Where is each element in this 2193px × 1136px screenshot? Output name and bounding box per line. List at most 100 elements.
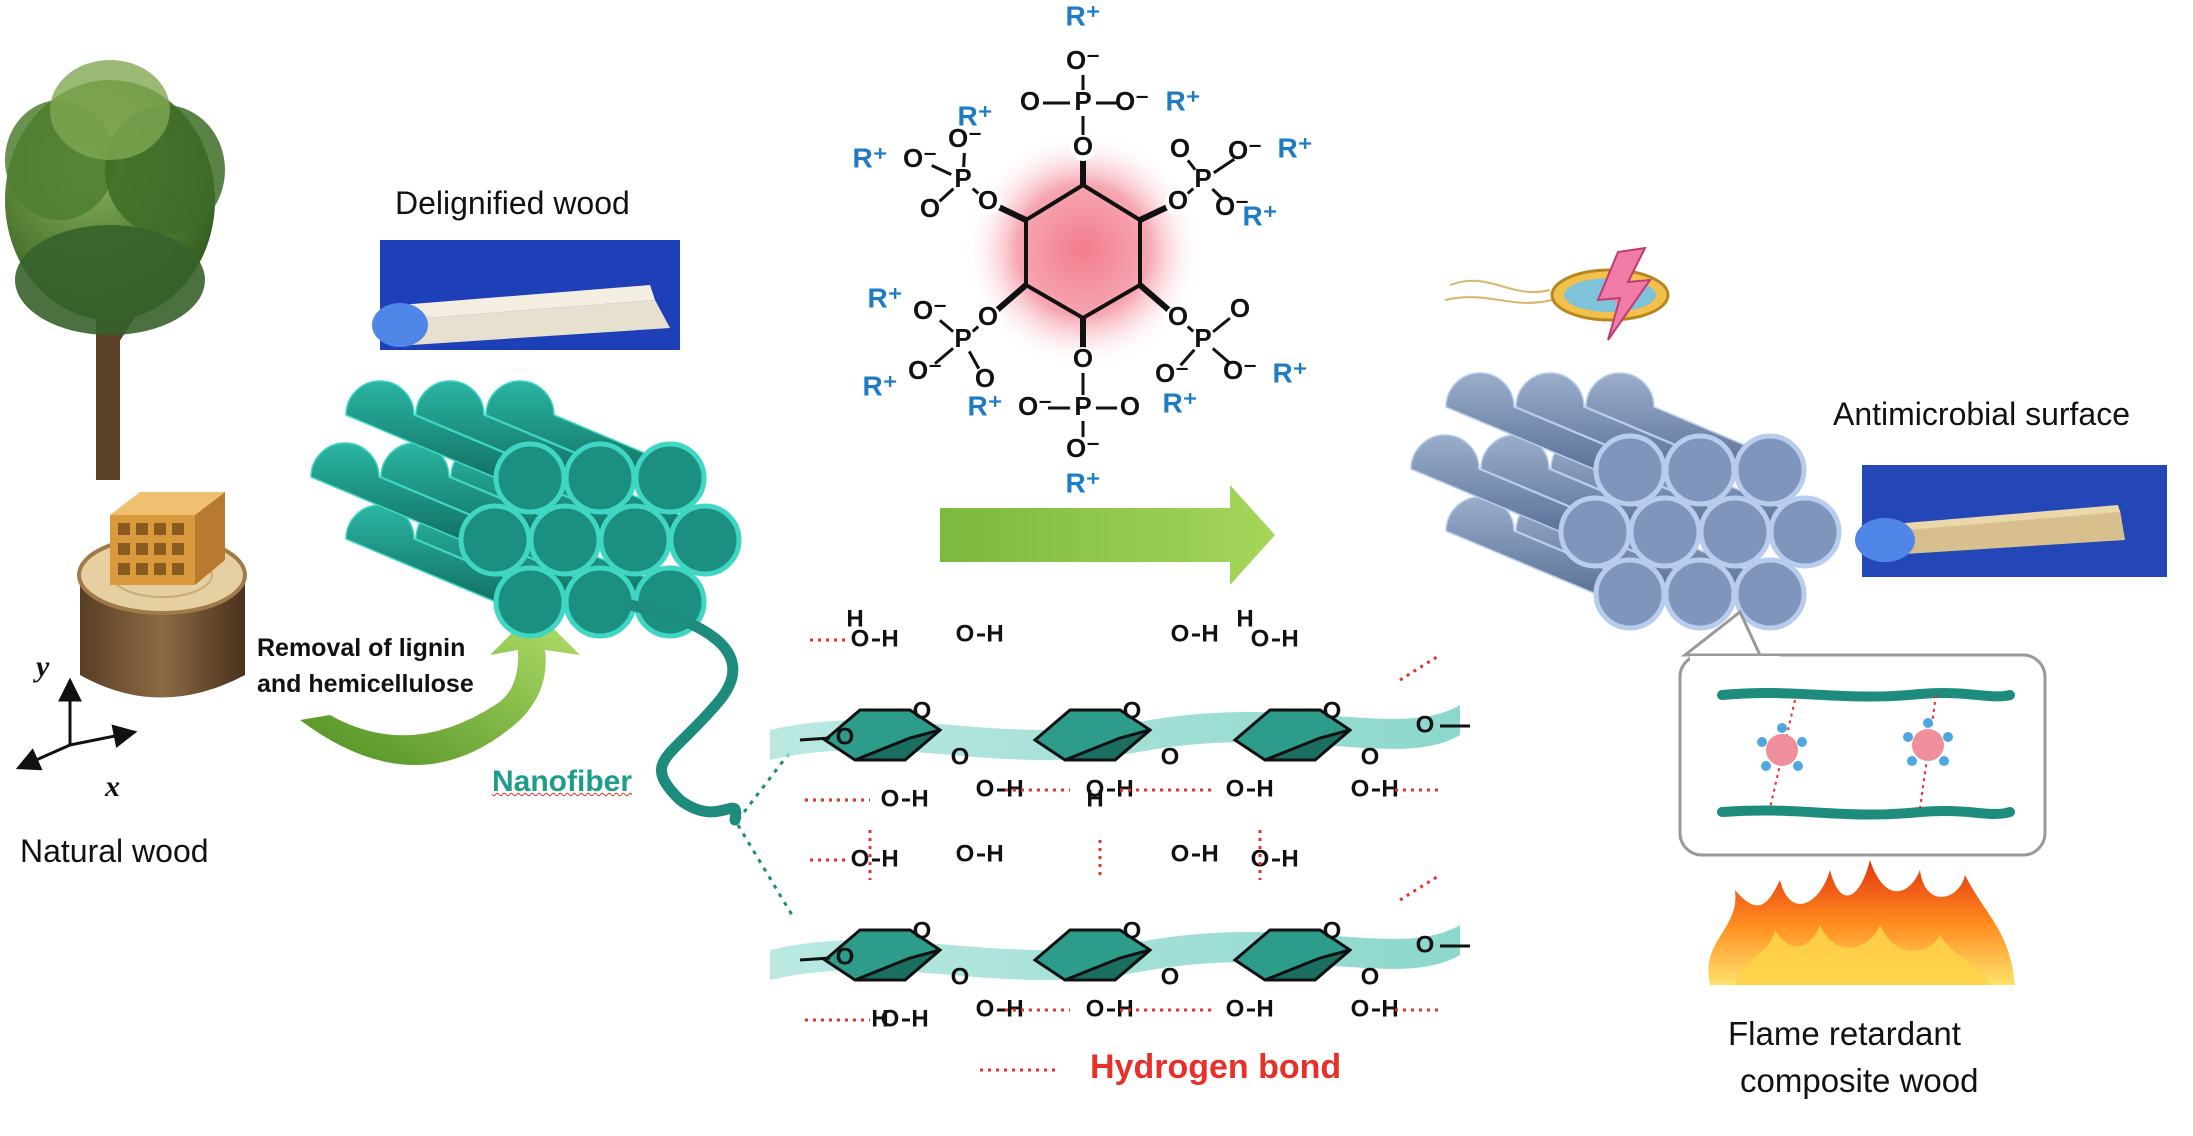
phytate-phosphorus: P: [1074, 391, 1091, 421]
phytate-phosphorus: P: [1074, 86, 1091, 116]
glucose-ring-front: [1264, 948, 1351, 982]
phytate-cation: R⁺: [1243, 200, 1278, 231]
atom-mask: [975, 305, 1001, 331]
chain-oxygen: O: [1416, 711, 1435, 738]
wood-block-icon: [110, 492, 225, 585]
hydroxyl-oxygen: O: [1171, 620, 1190, 647]
atom-mask: [907, 147, 933, 173]
glucose-ring-front: [1264, 728, 1351, 762]
glucose-ring-front: [1064, 948, 1151, 982]
lightning-icon: [1596, 246, 1653, 341]
bridge-oxygen: O: [1161, 963, 1180, 990]
atom-mask: [1159, 362, 1185, 388]
hydroxyl-oxygen: O: [851, 625, 870, 652]
phytate-oxide: O⁻: [1228, 135, 1262, 165]
phytate-oxide: O⁻: [908, 355, 942, 385]
teal-tube-end: [493, 441, 567, 515]
phytate-oxygen: O: [1020, 86, 1040, 116]
phytate-oxide: O⁻: [1066, 45, 1100, 75]
phytate-cation: R⁺: [1166, 85, 1201, 116]
atom-mask: [1117, 395, 1143, 421]
atom-mask: [1070, 49, 1096, 75]
hydroxyl-oxygen: O: [1251, 625, 1270, 652]
ring-oxygen: O: [1123, 697, 1142, 724]
hydroxyl-hydrogen: H: [911, 785, 928, 812]
nanofiber-bundle-treated: [1410, 372, 1842, 631]
blue-tube-body: [1445, 372, 1665, 471]
bridge-oxygen: O: [1361, 963, 1380, 990]
teal-tube-end: [633, 441, 707, 515]
phytate-phosphorus: P: [954, 323, 971, 353]
phytate-oxygen: O: [978, 185, 998, 215]
hydroxyl-hydrogen: H: [911, 1005, 928, 1032]
hydrogen-bond-label: Hydrogen bond: [1090, 1048, 1342, 1086]
hydroxyl-hydrogen: H: [1281, 845, 1298, 872]
hydroxyl-oxygen: O: [1226, 995, 1245, 1022]
bridge-oxygen: O: [951, 743, 970, 770]
teal-tube-body: [310, 442, 530, 541]
antimicrobial-surface-label: Antimicrobial surface: [1833, 396, 2130, 432]
atom-mask: [1190, 327, 1216, 353]
phytate-cation: R⁺: [863, 370, 898, 401]
phytate-oxygen: O: [1168, 185, 1188, 215]
phytate-oxide: O⁻: [1115, 86, 1149, 116]
hydroxyl-oxygen: O: [1086, 775, 1105, 802]
atom-mask: [1119, 90, 1145, 116]
hydroxyl-hydrogen: H: [1201, 840, 1218, 867]
atom-mask: [1165, 305, 1191, 331]
chain-bond: [799, 956, 831, 962]
phytate-cation: R⁺: [1273, 357, 1308, 388]
hydroxyl-hydrogen: H: [1116, 995, 1133, 1022]
axis-y-label: y: [36, 650, 50, 683]
tree-icon: [5, 60, 225, 480]
atom-mask: [1165, 189, 1191, 215]
blue-tube-end: [1768, 495, 1842, 569]
atom-mask: [1070, 347, 1096, 373]
hydroxyl-hydrogen: H: [881, 625, 898, 652]
phytate-oxygen: O: [1170, 133, 1190, 163]
phytate-oxygen: O: [1073, 343, 1093, 373]
ring-oxygen: O: [1123, 917, 1142, 944]
hydroxyl-hydrogen: H: [1236, 605, 1253, 632]
atom-mask: [1017, 90, 1043, 116]
phytate-oxygen: O: [920, 193, 940, 223]
chain-oxygen: O: [1416, 931, 1435, 958]
crosslink-callout: [1678, 609, 2047, 857]
hydroxyl-oxygen: O: [1226, 775, 1245, 802]
hydroxyl-oxygen: O: [1086, 995, 1105, 1022]
removal-label-line2: and hemicellulose: [257, 670, 474, 698]
removal-arrow: [300, 610, 580, 765]
process-arrow: [940, 485, 1275, 585]
atom-mask: [972, 367, 998, 393]
hydroxyl-oxygen: O: [976, 775, 995, 802]
hydroxyl-hydrogen: H: [1116, 775, 1133, 802]
blue-tube-end: [1593, 557, 1667, 631]
phytate-oxide: O⁻: [903, 143, 937, 173]
atom-mask: [917, 299, 943, 325]
teal-tube-body: [345, 380, 565, 479]
chain-bond: [799, 736, 831, 742]
atom-mask: [950, 327, 976, 353]
blue-tube-end: [1733, 433, 1807, 507]
teal-tube-body: [485, 380, 705, 479]
atom-mask: [1227, 297, 1253, 323]
hydroxyl-oxygen: O: [881, 1005, 900, 1032]
phytate-cation: R⁺: [1278, 132, 1313, 163]
blue-tube-end: [1558, 495, 1632, 569]
hydroxyl-hydrogen: H: [1201, 620, 1218, 647]
atom-mask: [917, 197, 943, 223]
flame-icon: [1708, 860, 2015, 985]
hydroxyl-hydrogen: H: [1256, 775, 1273, 802]
phytate-oxide: O⁻: [1223, 355, 1257, 385]
hydroxyl-hydrogen: H: [871, 1005, 888, 1032]
phytate-cation: R⁺: [1066, 467, 1101, 498]
bridge-oxygen: O: [1161, 743, 1180, 770]
glucose-ring-front: [854, 948, 941, 982]
chain-oxygen: O: [836, 943, 855, 970]
phytate-oxide: O⁻: [1018, 391, 1052, 421]
phytate-oxide: O⁻: [948, 123, 982, 153]
teal-tube-end: [668, 503, 742, 577]
phytate-oxygen: O: [978, 301, 998, 331]
cellulose-chains: OOOOOOOOOHOHOHOHOHOHOHOHOHOOOOOOOOOHOHOH…: [770, 605, 1470, 1032]
